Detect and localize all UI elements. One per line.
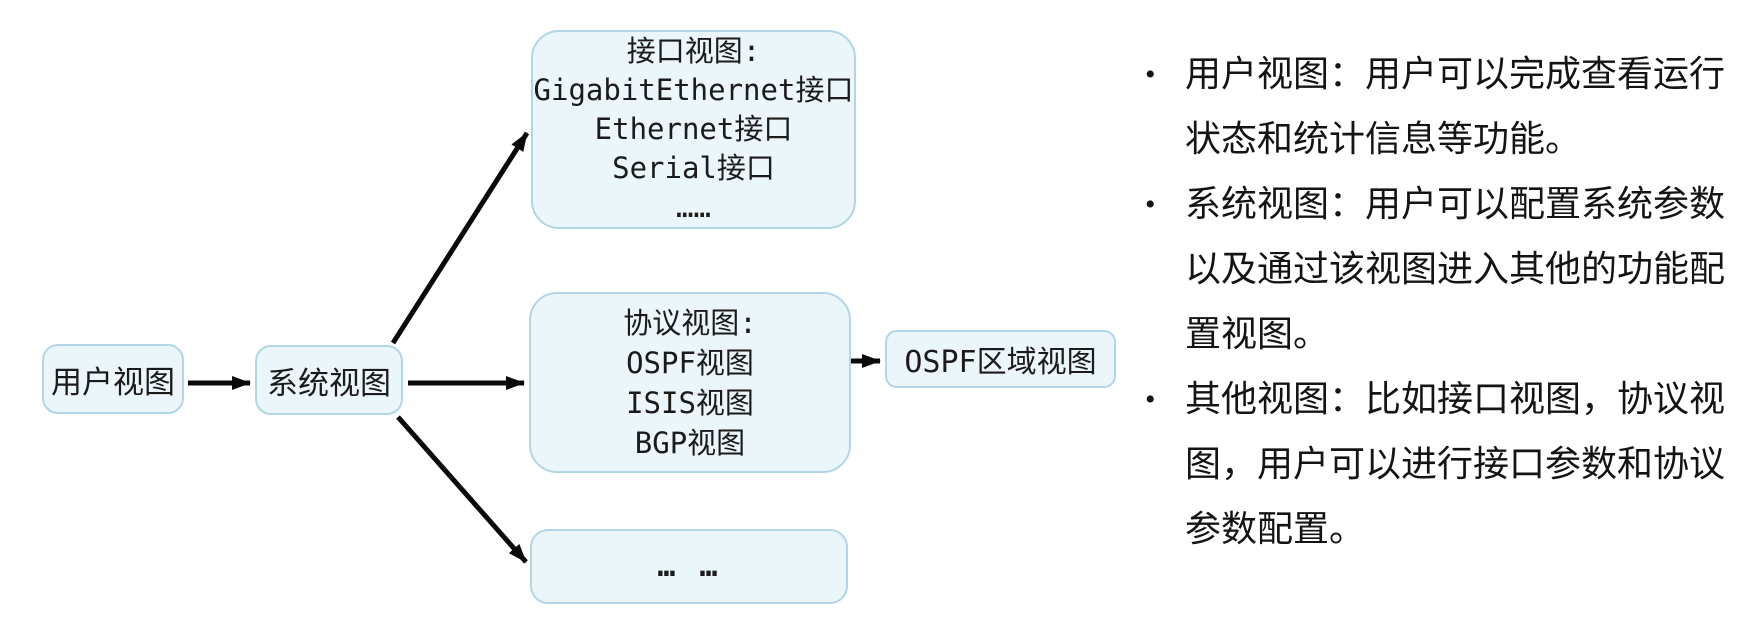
node-system-view-label: 系统视图: [267, 365, 391, 402]
node-user-view: 用户视图: [42, 344, 184, 414]
interface-view-ellipsis: ……: [676, 190, 711, 224]
node-system-view: 系统视图: [255, 345, 403, 415]
node-other-views-ellipsis: … …: [530, 529, 848, 604]
protocol-view-line-isis: ISIS视图: [626, 385, 754, 420]
node-interface-view: 接口视图: GigabitEthernet接口 Ethernet接口 Seria…: [531, 30, 856, 229]
interface-view-line: Serial接口: [612, 151, 775, 185]
note-system-view-text: 系统视图：用户可以配置系统参数以及通过该视图进入其他的功能配置视图。: [1185, 184, 1726, 354]
protocol-view-title: 协议视图:: [623, 305, 757, 340]
protocol-view-line-bgp: BGP视图: [634, 425, 746, 460]
node-ospf-area-view: OSPF区域视图: [885, 330, 1116, 388]
node-other-views-label: … …: [657, 549, 721, 584]
note-user-view-text: 用户视图：用户可以完成查看运行状态和统计信息等功能。: [1185, 54, 1726, 159]
protocol-view-line-ospf: OSPF视图: [626, 345, 754, 380]
view-descriptions-list: • 用户视图：用户可以完成查看运行状态和统计信息等功能。 • 系统视图：用户可以…: [1143, 42, 1743, 562]
bullet-icon: •: [1145, 58, 1156, 91]
node-protocol-view: 协议视图: OSPF视图 ISIS视图 BGP视图: [529, 292, 851, 473]
node-ospf-area-view-label: OSPF区域视图: [904, 345, 1097, 380]
bullet-icon: •: [1145, 188, 1156, 221]
node-user-view-label: 用户视图: [51, 364, 175, 401]
list-item: • 系统视图：用户可以配置系统参数以及通过该视图进入其他的功能配置视图。: [1143, 172, 1730, 367]
interface-view-line: Ethernet接口: [594, 112, 793, 146]
arrow-system-to-interface: [390, 131, 530, 345]
bullet-icon: •: [1145, 383, 1156, 416]
list-item: • 用户视图：用户可以完成查看运行状态和统计信息等功能。: [1143, 42, 1730, 172]
note-other-views-text: 其他视图：比如接口视图，协议视图，用户可以进行接口参数和协议参数配置。: [1185, 379, 1726, 549]
arrow-system-to-other: [396, 415, 528, 564]
interface-view-line: GigabitEthernet接口: [533, 73, 854, 107]
list-item: • 其他视图：比如接口视图，协议视图，用户可以进行接口参数和协议参数配置。: [1143, 367, 1730, 562]
interface-view-title: 接口视图:: [626, 34, 761, 68]
